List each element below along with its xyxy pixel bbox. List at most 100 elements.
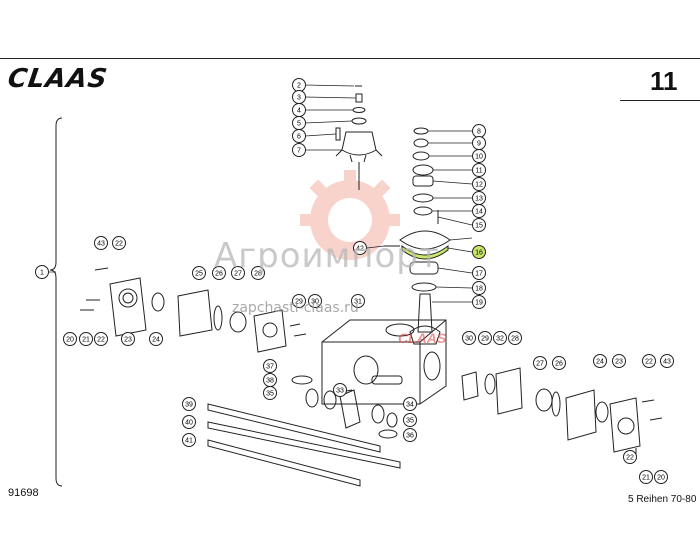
- left-flange-group: [80, 267, 165, 337]
- callout-17: 17: [472, 266, 486, 280]
- footer-note: 5 Reihen 70-80: [628, 494, 697, 505]
- callout-label: 26: [555, 361, 563, 368]
- callout-43: 43: [94, 236, 108, 250]
- callout-label: 23: [124, 337, 132, 344]
- callout-label: 35: [406, 418, 414, 425]
- callout-10: 10: [472, 149, 486, 163]
- callout-label: 21: [642, 475, 650, 482]
- callout-label: 32: [496, 336, 504, 343]
- callout-29: 29: [478, 331, 492, 345]
- callout-26: 26: [552, 356, 566, 370]
- callout-39: 39: [182, 397, 196, 411]
- callout-label: 43: [663, 359, 671, 366]
- header-border: [0, 58, 700, 59]
- callout-35: 35: [263, 386, 277, 400]
- callout-label: 1: [40, 270, 44, 277]
- callout-label: 29: [295, 299, 303, 306]
- callout-label: 12: [475, 182, 483, 189]
- callout-label: 25: [195, 271, 203, 278]
- callout-42: 42: [353, 241, 367, 255]
- group-bracket: [49, 117, 63, 487]
- callout-label: 19: [475, 300, 483, 307]
- callout-28: 28: [508, 331, 522, 345]
- callout-23: 23: [612, 354, 626, 368]
- callout-35: 35: [403, 413, 417, 427]
- callout-label: 10: [475, 154, 483, 161]
- callout-label: 22: [97, 337, 105, 344]
- callout-2: 2: [292, 78, 306, 92]
- callout-32: 32: [493, 331, 507, 345]
- callout-9: 9: [472, 136, 486, 150]
- callout-14: 14: [472, 204, 486, 218]
- callout-22: 22: [112, 236, 126, 250]
- callout-label: 18: [475, 286, 483, 293]
- document-number: 91698: [8, 487, 39, 499]
- callout-label: 2: [297, 83, 301, 90]
- callout-label: 41: [185, 438, 193, 445]
- callout-label: 30: [311, 299, 319, 306]
- watermark-gear-icon: [300, 170, 400, 260]
- callout-4: 4: [292, 103, 306, 117]
- callout-label: 13: [475, 196, 483, 203]
- callout-38: 38: [263, 373, 277, 387]
- callout-22: 22: [94, 332, 108, 346]
- callout-label: 22: [626, 455, 634, 462]
- callout-26: 26: [212, 266, 226, 280]
- callout-30: 30: [308, 294, 322, 308]
- callout-label: 40: [185, 420, 193, 427]
- callout-37: 37: [263, 359, 277, 373]
- callout-label: 17: [475, 271, 483, 278]
- callout-label: 11: [475, 168, 482, 175]
- callout-label: 23: [615, 359, 623, 366]
- callout-label: 28: [511, 336, 519, 343]
- callout-41: 41: [182, 433, 196, 447]
- callout-23: 23: [121, 332, 135, 346]
- callout-40: 40: [182, 415, 196, 429]
- leader-lines: [48, 84, 473, 303]
- callout-label: 3: [297, 95, 301, 102]
- callout-label: 39: [185, 402, 193, 409]
- callout-18: 18: [472, 281, 486, 295]
- gearbox-housing: [321, 319, 447, 405]
- callout-16: 16: [472, 245, 486, 259]
- callout-30: 30: [462, 331, 476, 345]
- callout-31: 31: [351, 294, 365, 308]
- callout-label: 27: [234, 271, 242, 278]
- header-rule: [620, 100, 700, 101]
- callout-label: 26: [215, 271, 223, 278]
- callout-label: 4: [297, 108, 301, 115]
- callout-11: 11: [472, 163, 486, 177]
- right-flange-group: [461, 367, 663, 460]
- callout-33: 33: [333, 383, 347, 397]
- callout-label: 24: [596, 359, 604, 366]
- callout-7: 7: [292, 143, 306, 157]
- callout-24: 24: [149, 332, 163, 346]
- callout-28: 28: [251, 266, 265, 280]
- callout-label: 8: [477, 129, 481, 136]
- callout-1: 1: [35, 265, 49, 279]
- callout-22: 22: [642, 354, 656, 368]
- callout-label: 21: [82, 337, 90, 344]
- callout-label: 30: [465, 336, 473, 343]
- callout-label: 9: [477, 141, 481, 148]
- callout-label: 20: [66, 337, 74, 344]
- callout-label: 37: [266, 364, 274, 371]
- callout-22: 22: [623, 450, 637, 464]
- callout-27: 27: [231, 266, 245, 280]
- shafts-group: [207, 375, 401, 487]
- page-number: 11: [650, 66, 678, 96]
- callout-13: 13: [472, 191, 486, 205]
- callout-36: 36: [403, 428, 417, 442]
- callout-6: 6: [292, 129, 306, 143]
- callout-43: 43: [660, 354, 674, 368]
- callout-label: 36: [406, 433, 414, 440]
- callout-label: 42: [356, 246, 364, 253]
- callout-20: 20: [63, 332, 77, 346]
- hub-assembly: [335, 85, 383, 190]
- callout-label: 27: [536, 361, 544, 368]
- callout-label: 34: [406, 402, 414, 409]
- callout-label: 6: [297, 134, 301, 141]
- watermark-red-text: CLAAS: [398, 330, 447, 346]
- callout-8: 8: [472, 124, 486, 138]
